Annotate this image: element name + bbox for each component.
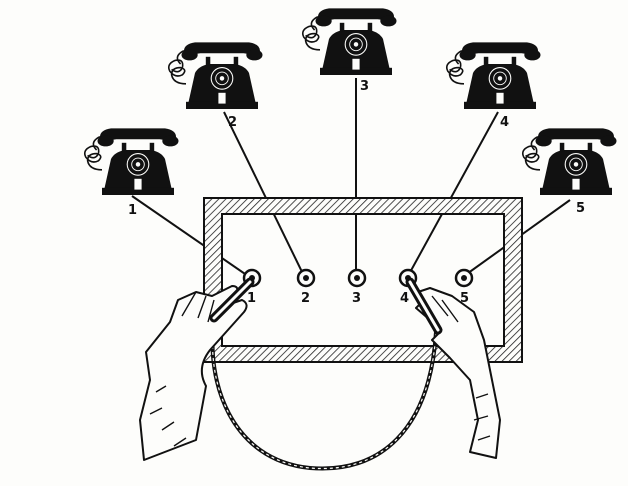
jack-2[interactable] [296,268,316,288]
jack-label-2: 2 [301,291,310,306]
jack-label-3: 3 [352,291,361,306]
right-plug[interactable] [405,277,443,335]
telephone-3 [301,7,398,76]
patch-cord [210,321,438,471]
jack-label-1: 1 [247,291,256,306]
wire-1 [131,195,249,277]
wire-4 [407,111,499,277]
telephone-2 [167,41,264,110]
left-plug[interactable] [209,277,255,323]
telephone-label-2: 2 [228,115,237,130]
jack-label-5: 5 [460,291,469,306]
telephone-label-5: 5 [576,201,585,216]
jack-3[interactable] [347,268,367,288]
telephone-label-3: 3 [360,79,369,94]
telephone-4 [445,41,542,110]
jack-label-4: 4 [400,291,409,306]
telephone-1 [83,127,180,196]
wire-2 [223,111,305,277]
telephone-5 [521,127,618,196]
jack-5[interactable] [454,268,474,288]
telephone-label-1: 1 [128,203,137,218]
telephone-label-4: 4 [500,115,509,130]
left-hand [139,285,248,461]
